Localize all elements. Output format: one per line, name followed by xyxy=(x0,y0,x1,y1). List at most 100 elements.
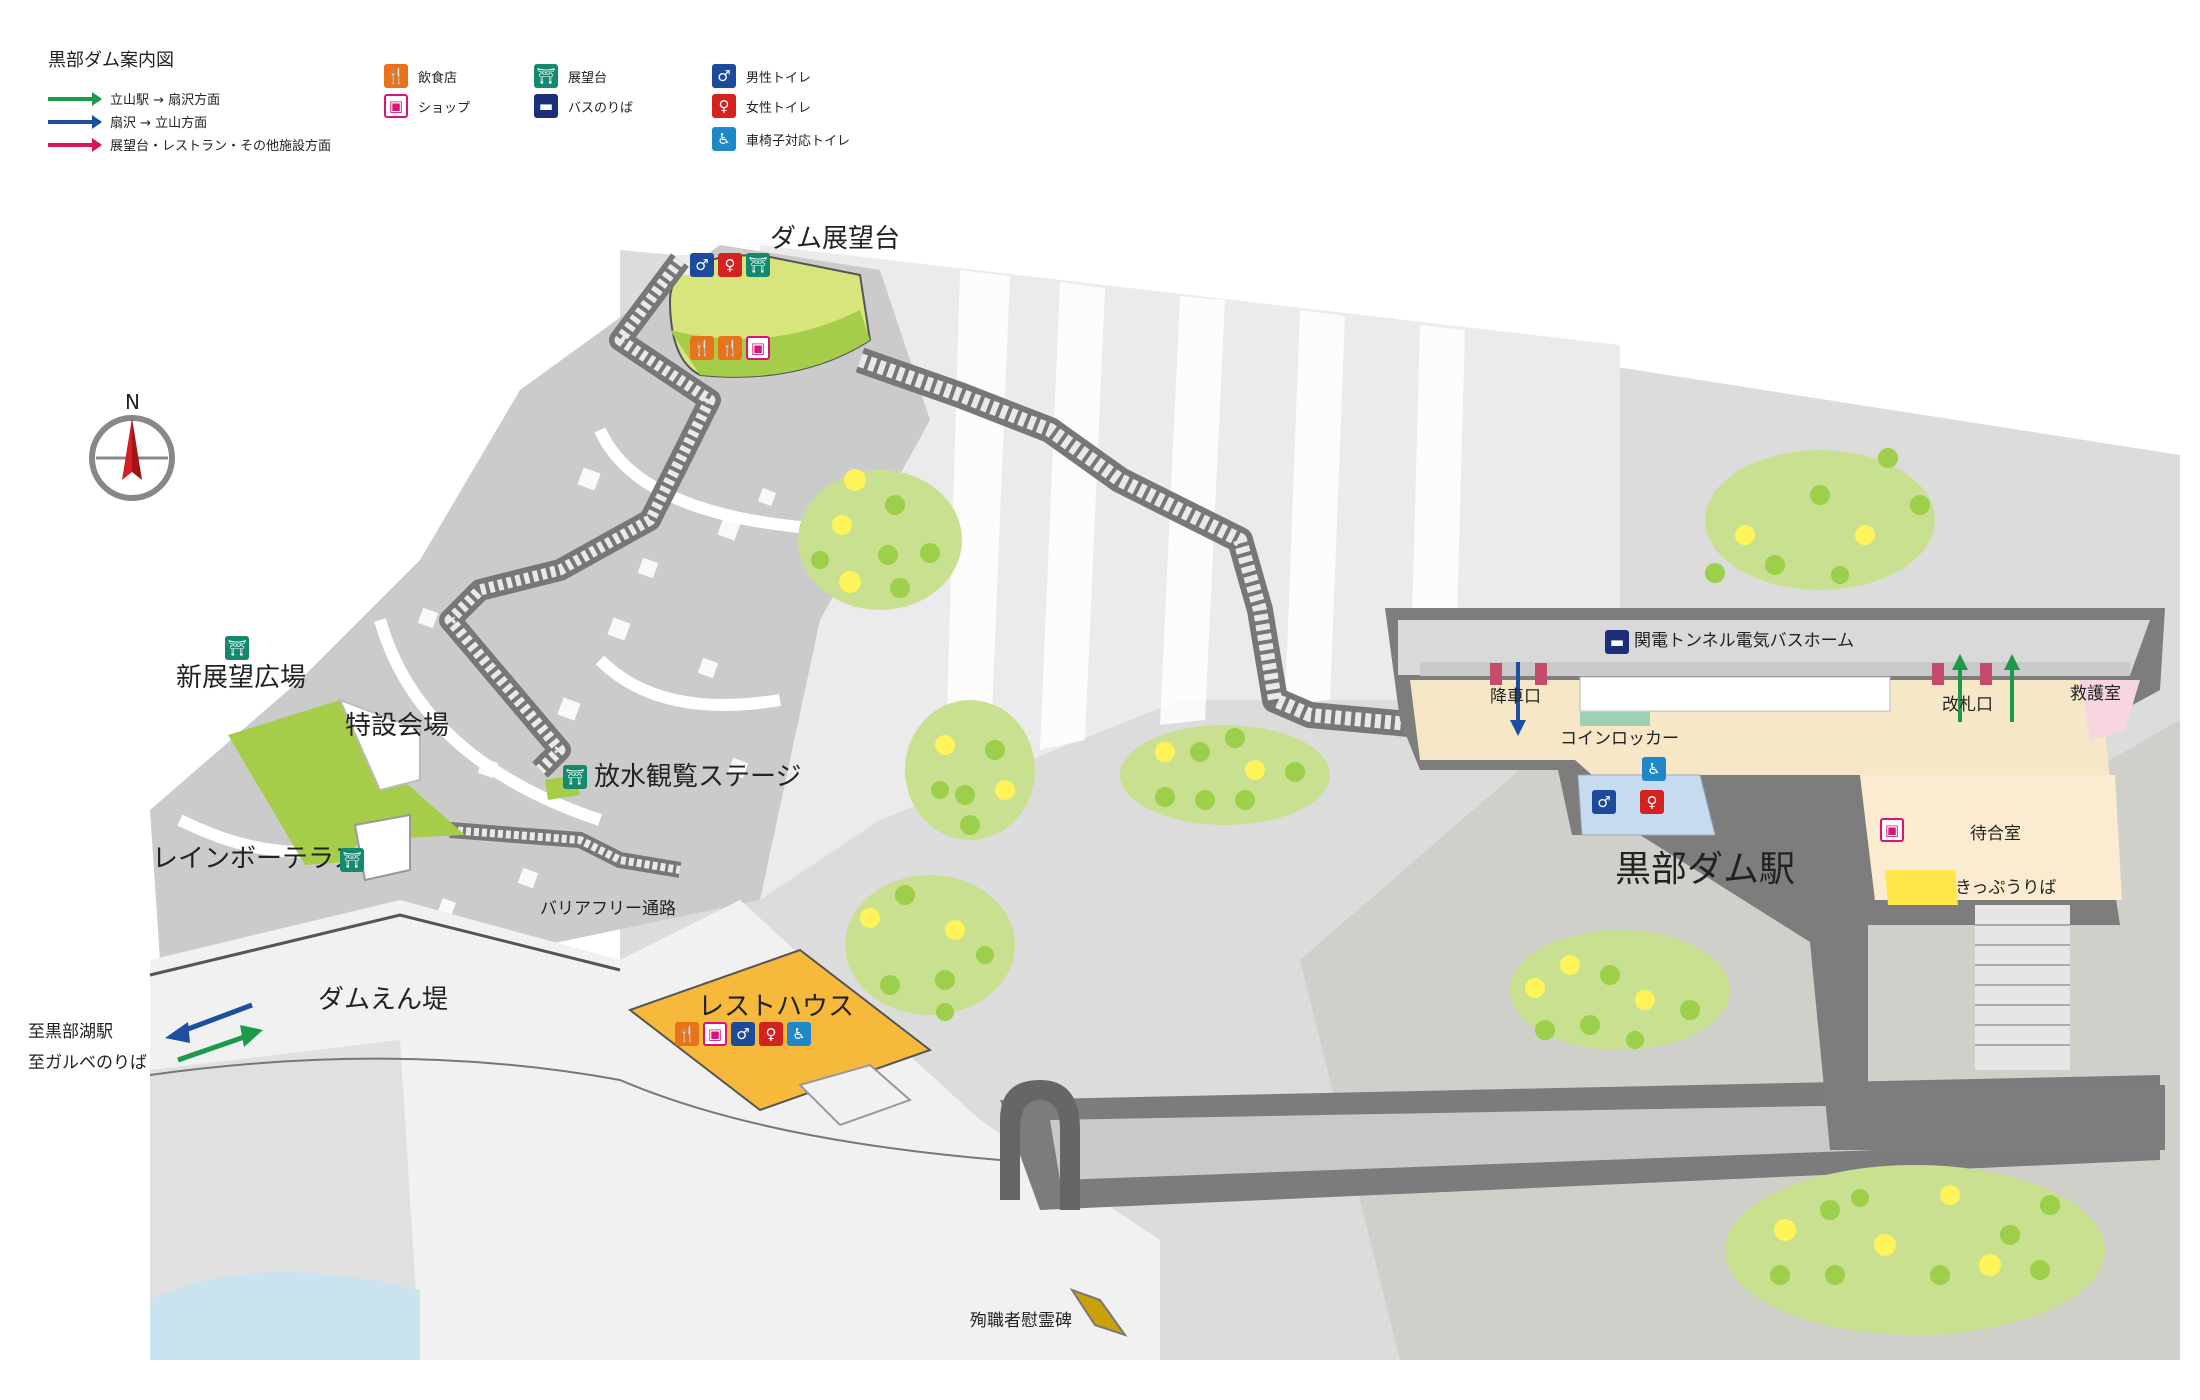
legend-facility-item: ♂ 男性トイレ xyxy=(712,64,811,88)
ticket-gate-arrow xyxy=(2004,654,2020,722)
rest-house-annex xyxy=(798,1063,912,1127)
tunnel-portal xyxy=(1000,1080,1080,1210)
restaurant-icon: 🍴 xyxy=(384,64,408,88)
ticket-gate-bar xyxy=(1932,663,1944,685)
new-observation-plaza-label: 新展望広場 xyxy=(176,663,307,693)
first-aid-room-label: 救護室 xyxy=(2070,684,2121,704)
observatory-base xyxy=(670,310,870,377)
female-toilet-icon: ♀ xyxy=(1640,790,1664,814)
restaurant-icon: 🍴 xyxy=(718,336,742,360)
compass xyxy=(89,415,175,501)
memorial-label: 殉職者慰霊碑 xyxy=(970,1311,1072,1331)
coin-lockers xyxy=(1580,712,1650,726)
discharge-stage-label: 放水観覧ステージ xyxy=(594,762,802,792)
tree-cluster xyxy=(1725,1165,2105,1335)
cliff-curve xyxy=(594,427,841,536)
legend-facility-item: ▬ バスのりば xyxy=(534,94,633,118)
tree-cluster xyxy=(905,700,1035,840)
route-arrow-blue xyxy=(165,1002,253,1043)
bus-platform-label: 関電トンネル電気バスホーム xyxy=(1634,631,1855,651)
legend-facility-item: ▣ ショップ xyxy=(384,94,470,118)
shop-icon: ▣ xyxy=(746,336,770,360)
ticket-gate-bar xyxy=(1490,663,1502,685)
wheelchair-toilet-icon: ♿ xyxy=(712,127,736,151)
ticket-office-label: きっぷうりば xyxy=(1955,878,2057,898)
tree-cluster xyxy=(845,875,1015,1021)
legend-facility-item: ♀ 女性トイレ xyxy=(712,94,811,118)
staircase-observatory xyxy=(857,353,1421,732)
dam-embankment-label: ダムえん堤 xyxy=(318,985,449,1015)
legend-route-label: 扇沢 → 立山方面 xyxy=(110,116,208,131)
observatory-icon: ⛩ xyxy=(340,848,364,872)
tree-cluster xyxy=(1510,930,1730,1050)
tree-cluster xyxy=(1705,448,1935,590)
ticket-gate-bar xyxy=(1980,663,1992,685)
barrier-free-path-label: バリアフリー通路 xyxy=(540,899,676,919)
observatory-icon: ⛩ xyxy=(225,636,249,660)
observatory-bottom-icons: 🍴 🍴 ▣ xyxy=(690,336,770,360)
legend-facility-label: ショップ xyxy=(418,100,471,116)
dam-observatory-label: ダム展望台 xyxy=(770,224,901,254)
station-waiting-area xyxy=(1860,775,2122,900)
bus-icon: ▬ xyxy=(1605,630,1629,654)
rest-house-icons: 🍴 ▣ ♂ ♀ ♿ xyxy=(675,1022,811,1046)
ticket-gate-label: 改札口 xyxy=(1942,695,1993,715)
cliff-curve xyxy=(374,618,602,826)
station-stairs xyxy=(1975,905,2070,1070)
cliff-curve xyxy=(595,655,781,711)
rainbow-terrace-label: レインボーテラス xyxy=(152,844,360,874)
special-venue-label: 特設会場 xyxy=(345,711,450,741)
shop-icon: ▣ xyxy=(384,94,408,118)
legend-facility-label: 車椅子対応トイレ xyxy=(746,133,851,149)
green-arrow-icon xyxy=(48,91,102,106)
observatory-icon: ⛩ xyxy=(746,253,770,277)
restaurant-icon: 🍴 xyxy=(690,336,714,360)
exit-arrow xyxy=(1510,662,1526,736)
legend-facility-item: ♿ 車椅子対応トイレ xyxy=(712,127,850,151)
first-aid-room xyxy=(2080,680,2140,740)
cliff-rocks xyxy=(417,467,776,916)
staircase-left xyxy=(444,256,716,774)
legend-route-item: 立山駅 → 扇沢方面 xyxy=(48,89,220,108)
station-stair-steps xyxy=(1975,924,2070,1046)
kurobe-dam-station-label: 黒部ダム駅 xyxy=(1615,849,1796,890)
male-toilet-icon: ♂ xyxy=(712,64,736,88)
shop-icon: ▣ xyxy=(1880,818,1904,842)
to-garube-label: 至ガルベのりば xyxy=(28,1053,147,1073)
legend-route-item: 扇沢 → 立山方面 xyxy=(48,112,207,131)
coin-lockers-label: コインロッカー xyxy=(1560,729,1679,749)
platform-white-area xyxy=(1579,676,1891,712)
legend-facility-item: 🍴 飲食店 xyxy=(384,64,457,88)
route-arrow-green xyxy=(177,1025,263,1063)
legend-route-label: 立山駅 → 扇沢方面 xyxy=(110,93,221,108)
female-toilet-icon: ♀ xyxy=(718,253,742,277)
tree-cluster xyxy=(1120,725,1330,825)
legend-facility-label: 女性トイレ xyxy=(746,100,812,116)
red-arrow-icon xyxy=(48,137,102,152)
legend-title: 黒部ダム案内図 xyxy=(48,50,174,71)
wheelchair-toilet-icon: ♿ xyxy=(787,1022,811,1046)
ticket-gate-arrow xyxy=(1952,654,1968,722)
road-edge xyxy=(149,913,621,977)
waiting-room-label: 待合室 xyxy=(1970,824,2021,844)
bus-icon: ▬ xyxy=(534,94,558,118)
male-toilet-icon: ♂ xyxy=(731,1022,755,1046)
ticket-gate-bar xyxy=(1535,663,1547,685)
legend-route-label: 展望台・レストラン・その他施設方面 xyxy=(110,139,332,154)
legend-route-item: 展望台・レストラン・その他施設方面 xyxy=(48,135,331,154)
special-venue-block xyxy=(338,698,421,792)
female-toilet-icon: ♀ xyxy=(759,1022,783,1046)
to-kurobeko-label: 至黒部湖駅 xyxy=(28,1022,113,1042)
road-edge xyxy=(149,1057,1001,1161)
legend-facility-label: 飲食店 xyxy=(418,70,458,86)
tree-cluster xyxy=(798,469,962,610)
ticket-office-area xyxy=(1885,870,1958,905)
female-toilet-icon: ♀ xyxy=(712,94,736,118)
legend-facility-label: バスのりば xyxy=(568,100,634,116)
observatory-icon: ⛩ xyxy=(563,765,587,789)
legend-facility-label: 男性トイレ xyxy=(746,70,812,86)
male-toilet-icon: ♂ xyxy=(1592,790,1616,814)
staircase-lower xyxy=(449,826,681,874)
restaurant-icon: 🍴 xyxy=(675,1022,699,1046)
